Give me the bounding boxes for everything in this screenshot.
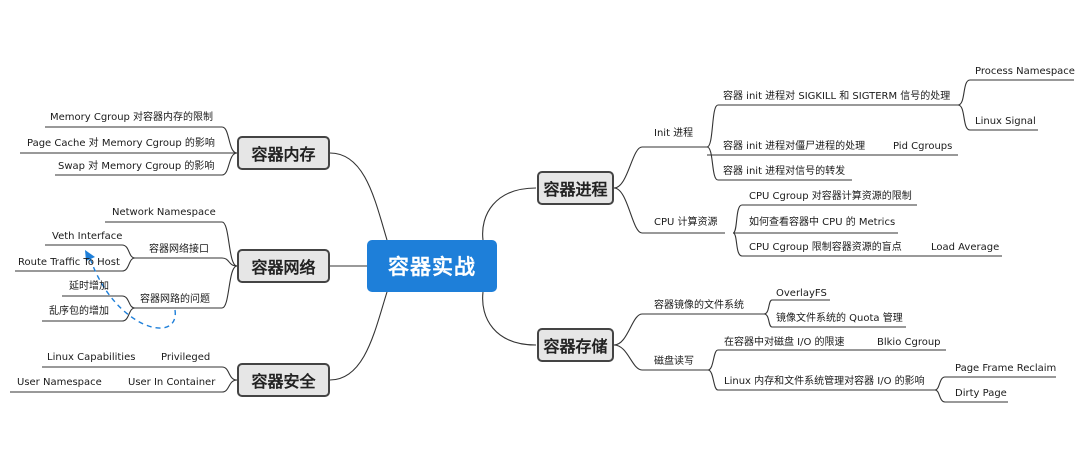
node-route-traffic[interactable]: Route Traffic To Host xyxy=(18,257,120,268)
node-disk-rw[interactable]: 磁盘读写 xyxy=(654,356,694,367)
node-user-namespace[interactable]: User Namespace xyxy=(17,377,102,388)
node-memory-limit[interactable]: Memory Cgroup 对容器内存的限制 xyxy=(50,112,214,123)
node-privileged[interactable]: Privileged xyxy=(161,352,211,363)
node-network-namespace[interactable]: Network Namespace xyxy=(112,207,216,218)
node-blkio-cgroup[interactable]: Blkio Cgroup xyxy=(877,337,941,348)
node-page-cache[interactable]: Page Cache 对 Memory Cgroup 的影响 xyxy=(27,138,215,149)
node-linux-signal[interactable]: Linux Signal xyxy=(975,116,1036,127)
annotation-arrow xyxy=(89,257,176,329)
node-init-signal[interactable]: 容器 init 进程对 SIGKILL 和 SIGTERM 信号的处理 xyxy=(723,91,951,102)
node-process-namespace[interactable]: Process Namespace xyxy=(975,66,1075,77)
node-net-interface[interactable]: 容器网络接口 xyxy=(149,244,209,255)
node-latency[interactable]: 延时增加 xyxy=(69,281,109,292)
node-swap[interactable]: Swap 对 Memory Cgroup 的影响 xyxy=(58,161,215,172)
root-topic[interactable]: 容器实战 xyxy=(367,240,497,292)
node-pid-cgroups[interactable]: Pid Cgroups xyxy=(893,141,953,152)
node-io-effect[interactable]: Linux 内存和文件系统管理对容器 I/O 的影响 xyxy=(724,376,925,387)
node-net-problem[interactable]: 容器网路的问题 xyxy=(140,294,210,305)
node-linux-capabilities[interactable]: Linux Capabilities xyxy=(47,352,136,363)
node-io-limit[interactable]: 在容器中对磁盘 I/O 的限速 xyxy=(724,337,845,348)
node-overlayfs[interactable]: OverlayFS xyxy=(776,288,827,299)
node-cpu-metrics[interactable]: 如何查看容器中 CPU 的 Metrics xyxy=(749,217,896,228)
node-quota[interactable]: 镜像文件系统的 Quota 管理 xyxy=(776,313,903,324)
node-init-process[interactable]: Init 进程 xyxy=(654,128,694,139)
node-page-frame-reclaim[interactable]: Page Frame Reclaim xyxy=(955,363,1057,374)
topic-container-process[interactable]: 容器进程 xyxy=(537,171,614,205)
topic-container-network[interactable]: 容器网络 xyxy=(237,249,330,283)
node-image-fs[interactable]: 容器镜像的文件系统 xyxy=(654,300,744,311)
topic-container-memory[interactable]: 容器内存 xyxy=(237,136,330,170)
node-user-in-container[interactable]: User In Container xyxy=(128,377,216,388)
node-cpu-limit[interactable]: CPU Cgroup 对容器计算资源的限制 xyxy=(749,191,912,202)
arrow-head xyxy=(85,250,95,261)
node-load-average[interactable]: Load Average xyxy=(931,242,1000,253)
topic-container-security[interactable]: 容器安全 xyxy=(237,363,330,397)
node-cpu-resource[interactable]: CPU 计算资源 xyxy=(654,217,718,228)
node-dirty-page[interactable]: Dirty Page xyxy=(955,388,1007,399)
node-init-forward[interactable]: 容器 init 进程对信号的转发 xyxy=(723,166,846,177)
node-cpu-blind-spot[interactable]: CPU Cgroup 限制容器资源的盲点 xyxy=(749,242,902,253)
node-veth-interface[interactable]: Veth Interface xyxy=(52,231,123,242)
node-reorder[interactable]: 乱序包的增加 xyxy=(49,306,109,317)
topic-container-storage[interactable]: 容器存储 xyxy=(537,328,614,362)
node-init-zombie[interactable]: 容器 init 进程对僵尸进程的处理 xyxy=(723,141,866,152)
